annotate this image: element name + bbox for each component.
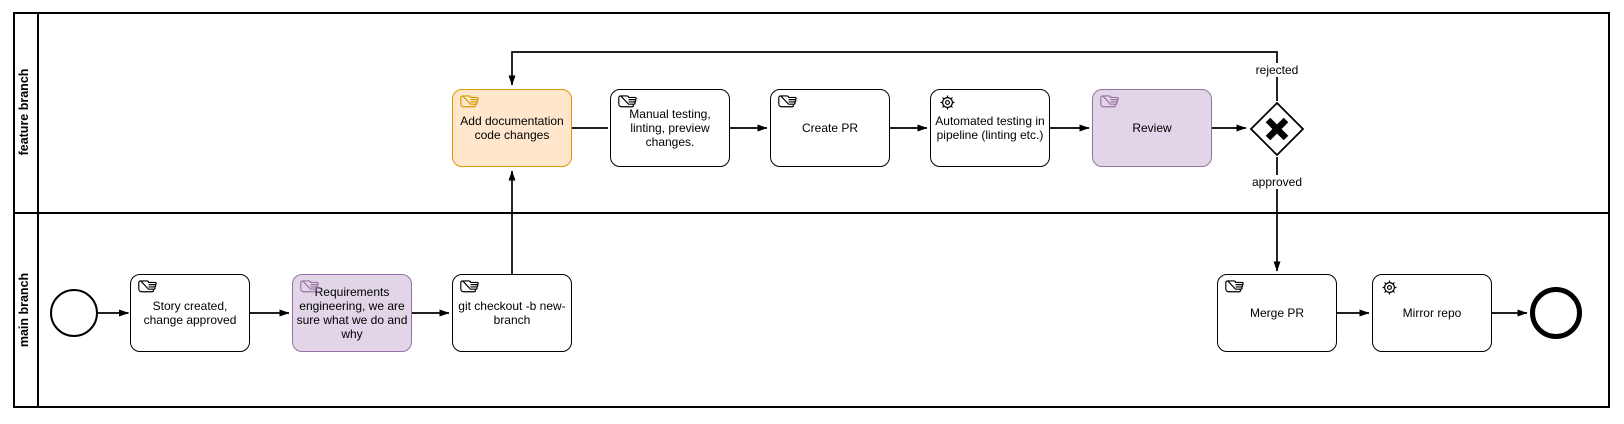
manual-task-hand-icon <box>459 279 480 295</box>
task-label: Story created, change approved <box>143 298 237 327</box>
task-label: Automated testing in pipeline (linting e… <box>935 113 1045 142</box>
manual-task-hand-icon <box>1099 94 1120 110</box>
task-git-checkout: git checkout -b new-branch <box>452 274 572 352</box>
task-create-pr: Create PR <box>770 89 890 167</box>
manual-task-hand-icon <box>1224 279 1245 295</box>
end-event-circle <box>1530 287 1582 339</box>
task-review: Review <box>1092 89 1212 167</box>
task-add-documentation: Add documentation code changes <box>452 89 572 167</box>
task-label: Mirror repo <box>1402 305 1462 320</box>
task-label: Create PR <box>801 120 859 135</box>
service-task-gear-icon <box>937 94 958 110</box>
task-manual-testing: Manual testing, linting, preview changes… <box>610 89 730 167</box>
task-merge-pr: Merge PR <box>1217 274 1337 352</box>
lane-label-strip-divider <box>37 14 39 406</box>
start-event-circle <box>50 289 98 337</box>
exclusive-gateway <box>1249 101 1305 157</box>
task-label: Review <box>1132 120 1172 135</box>
task-label: Merge PR <box>1249 305 1305 320</box>
manual-task-hand-icon <box>299 279 320 295</box>
manual-task-hand-icon <box>459 94 480 110</box>
task-label: Add documentation code changes <box>460 113 564 142</box>
bpmn-pool <box>13 12 1610 408</box>
manual-task-hand-icon <box>617 94 638 110</box>
task-story-created: Story created, change approved <box>130 274 250 352</box>
task-label: git checkout -b new-branch <box>458 298 566 327</box>
edge-label-rejected: rejected <box>1253 63 1301 77</box>
x-mark-icon <box>1265 117 1289 141</box>
lane-divider <box>15 212 1608 214</box>
task-mirror-repo: Mirror repo <box>1372 274 1492 352</box>
task-requirements-engineering: Requirements engineering, we are sure wh… <box>292 274 412 352</box>
edge-label-approved: approved <box>1249 175 1305 189</box>
task-label: Manual testing, linting, preview changes… <box>629 106 711 150</box>
service-task-gear-icon <box>1379 279 1400 295</box>
task-automated-testing: Automated testing in pipeline (linting e… <box>930 89 1050 167</box>
task-label: Requirements engineering, we are sure wh… <box>296 284 408 342</box>
manual-task-hand-icon <box>137 279 158 295</box>
manual-task-hand-icon <box>777 94 798 110</box>
